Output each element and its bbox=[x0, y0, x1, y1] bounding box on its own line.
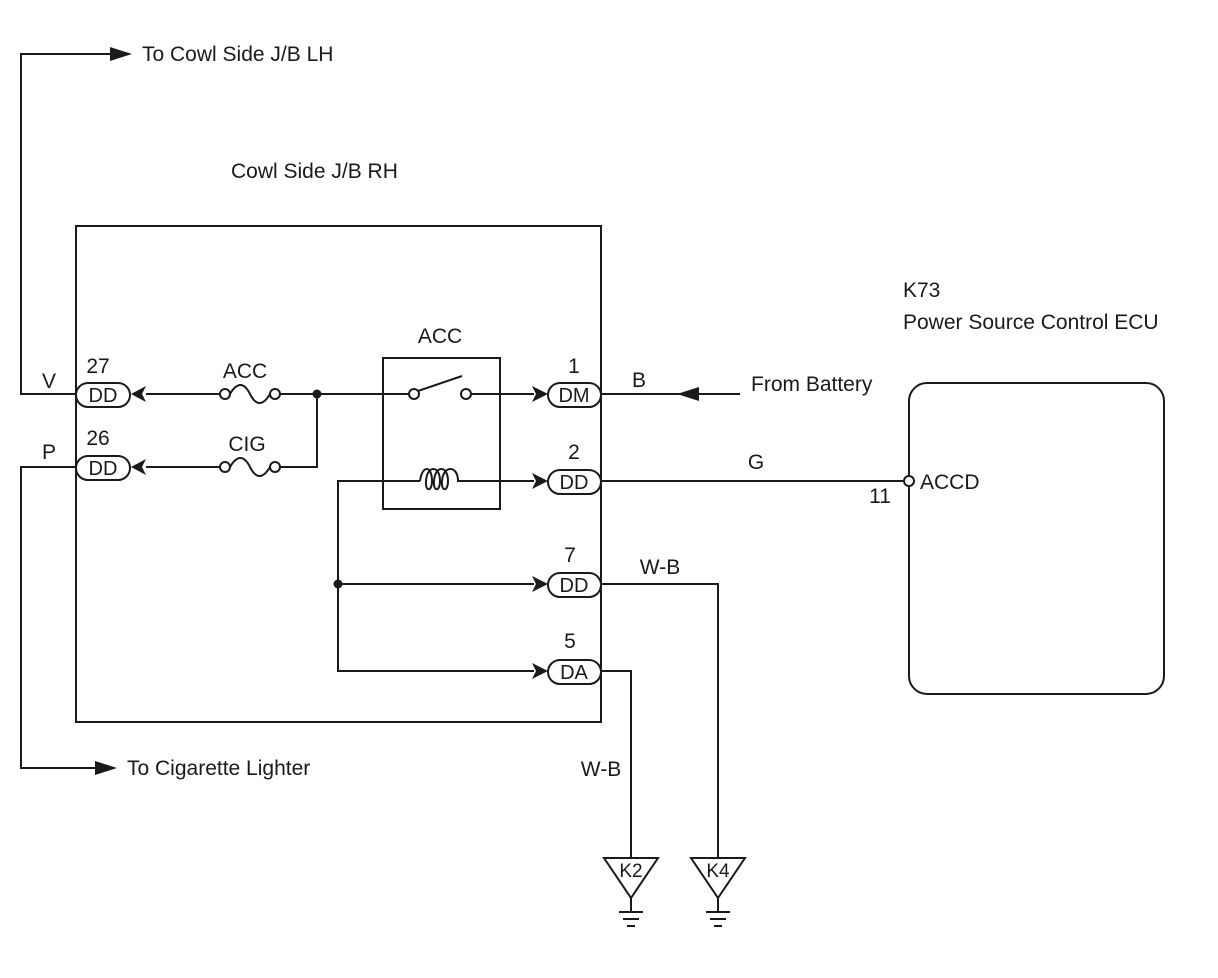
connector-5: DA 5 bbox=[547, 630, 602, 685]
arrow-to-cig-lighter bbox=[95, 761, 117, 775]
label-ecu-pin: 11 bbox=[869, 485, 891, 508]
label-to-cig-lighter: To Cigarette Lighter bbox=[127, 757, 310, 780]
ecu-box bbox=[908, 382, 1165, 695]
junction-dot-ground bbox=[333, 579, 343, 589]
wire-wb-k2 bbox=[601, 670, 632, 858]
connector-7-code: DD bbox=[560, 575, 589, 597]
ground-k4: K4 bbox=[689, 857, 747, 927]
wire-label-wb-bottom: W-B bbox=[581, 758, 621, 781]
arrow-from-battery bbox=[677, 387, 699, 401]
connector-2-pin: 2 bbox=[568, 441, 580, 464]
relay-switch bbox=[408, 375, 472, 400]
label-from-battery: From Battery bbox=[751, 373, 873, 396]
ground-k4-label: K4 bbox=[706, 861, 730, 882]
junction-dot-acc bbox=[312, 389, 322, 399]
label-to-cowl-lh: To Cowl Side J/B LH bbox=[142, 43, 333, 66]
label-jb-title: Cowl Side J/B RH bbox=[231, 160, 398, 183]
connector-5-pin: 5 bbox=[564, 630, 576, 653]
arrow-to-cowl-lh bbox=[110, 47, 132, 61]
connector-1-code: DM bbox=[558, 385, 589, 407]
ground-k2-label: K2 bbox=[619, 861, 642, 882]
wire-cig-to-junction bbox=[280, 394, 318, 468]
label-fuse-cig: CIG bbox=[228, 433, 265, 456]
label-ecu-terminal: ACCD bbox=[920, 471, 980, 494]
connector-2: DD 2 bbox=[547, 441, 602, 495]
label-ecu-name: Power Source Control ECU bbox=[903, 311, 1159, 334]
wire-label-p: P bbox=[42, 441, 56, 464]
junction-block-box bbox=[75, 225, 602, 723]
fuse-acc bbox=[219, 384, 281, 404]
connector-27-code: DD bbox=[89, 385, 118, 407]
label-ecu-code: K73 bbox=[903, 279, 940, 302]
wires bbox=[20, 47, 903, 858]
connector-26: DD 26 bbox=[75, 427, 131, 481]
connector-1-pin: 1 bbox=[568, 355, 580, 378]
wire-label-wb-top: W-B bbox=[640, 556, 680, 579]
connector-markers bbox=[131, 386, 548, 679]
connector-5-code: DA bbox=[560, 662, 588, 684]
wire-v bbox=[20, 53, 112, 395]
ecu-terminal-accd bbox=[903, 475, 915, 487]
wire-label-v: V bbox=[42, 370, 56, 393]
wire-label-g: G bbox=[748, 451, 764, 474]
ground-k2: K2 bbox=[602, 857, 660, 927]
relay-coil bbox=[419, 468, 460, 491]
connector-2-code: DD bbox=[560, 472, 589, 494]
wire-coil-ground bbox=[337, 480, 534, 672]
label-relay-name: ACC bbox=[418, 325, 462, 348]
label-fuse-acc: ACC bbox=[223, 360, 267, 383]
connector-27-pin: 27 bbox=[86, 355, 109, 378]
connector-26-code: DD bbox=[89, 458, 118, 480]
connector-7-pin: 7 bbox=[564, 544, 576, 567]
wire-label-b: B bbox=[632, 369, 646, 392]
connector-1: DM 1 bbox=[547, 355, 602, 408]
wire-p bbox=[20, 466, 97, 769]
connector-27: DD 27 bbox=[75, 355, 131, 408]
fuse-cig bbox=[219, 457, 281, 477]
relay-box bbox=[382, 357, 501, 510]
connector-7: DD 7 bbox=[547, 544, 602, 598]
connector-26-pin: 26 bbox=[86, 427, 109, 450]
wire-wb-k4 bbox=[601, 583, 719, 858]
